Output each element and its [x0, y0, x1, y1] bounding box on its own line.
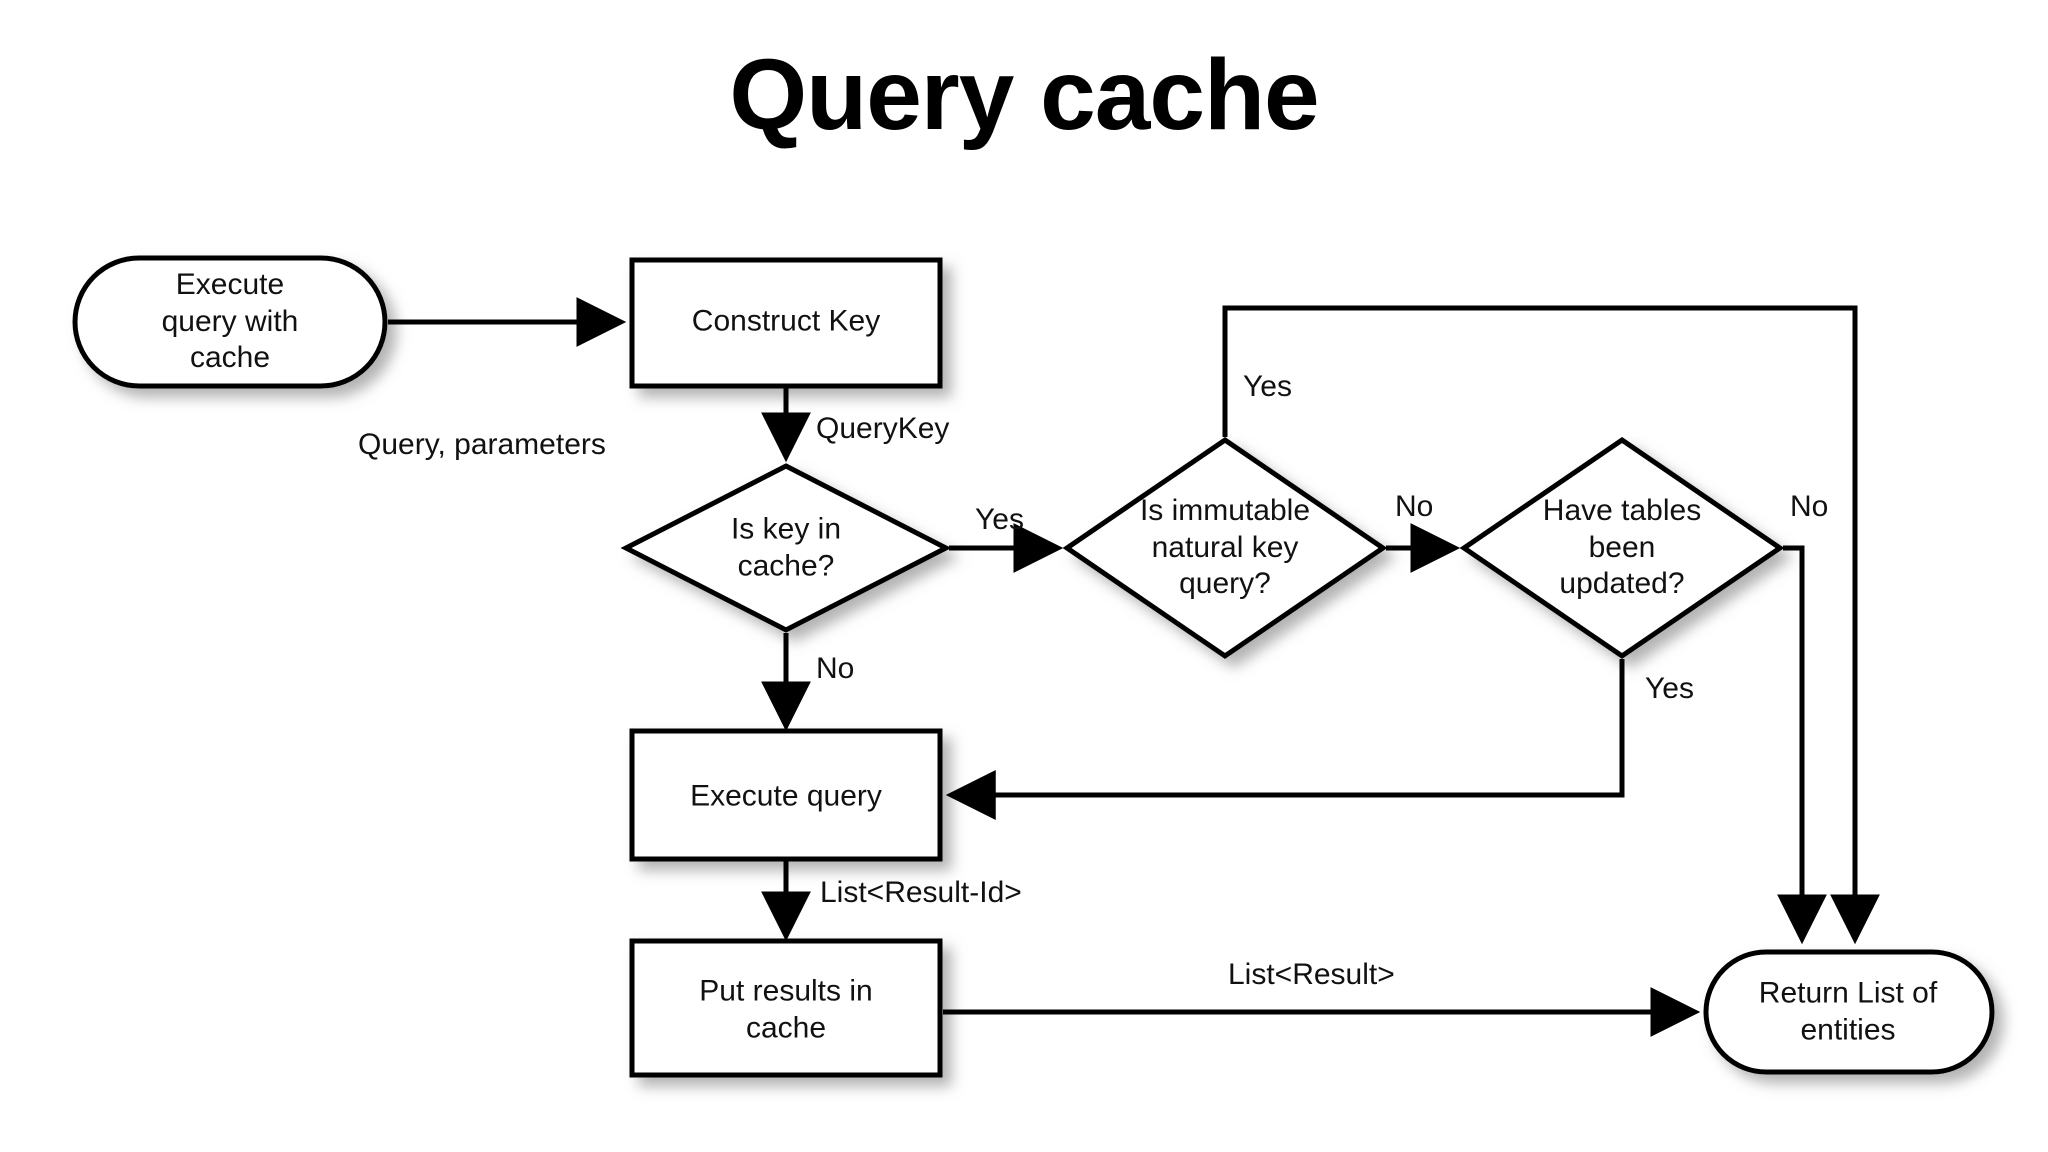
edge-tables-updated-no-to-return-list: [1777, 545, 1827, 945]
node-tables-updated-shape: [1459, 436, 1785, 660]
node-start-shape: [72, 255, 388, 389]
node-execute-query-shape: [629, 728, 943, 862]
node-construct-key-shape: [629, 257, 943, 389]
node-put-in-cache-shape: [629, 938, 943, 1078]
edge-tables-updated-yes-to-execute-query: [945, 659, 1625, 820]
edge-is-immutable-yes-to-return-list: [1222, 305, 1880, 945]
node-is-immutable-shape: [1062, 436, 1388, 660]
page-title: Query cache: [729, 39, 1319, 151]
node-return-list-shape: [1703, 949, 1995, 1075]
node-is-key-cached-shape: [620, 463, 952, 633]
